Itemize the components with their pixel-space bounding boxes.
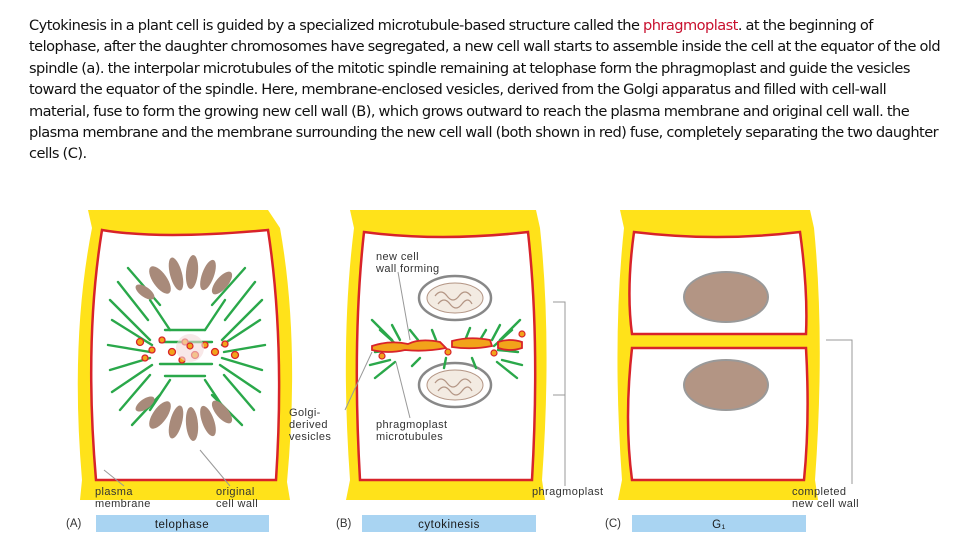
label-phragmoplast-microtubules-line2: microtubules — [376, 431, 443, 443]
panel-letter-a: (A) — [66, 518, 82, 530]
stage-bar-b-fill — [362, 515, 536, 532]
stage-label-telophase: telophase — [155, 519, 209, 531]
label-original-cell-wall-line1: original — [216, 486, 255, 498]
panel-a-pointers — [103, 449, 231, 487]
label-plasma-membrane-line2: membrane — [95, 498, 151, 510]
label-phragmoplast-microtubules-line1: phragmoplast — [376, 419, 447, 431]
label-new-cell-wall-forming-line2: wall forming — [375, 263, 440, 275]
stage-bar-a-fill — [96, 515, 269, 532]
phragmoplast-bracket — [553, 301, 566, 486]
label-completed-new-cell-wall-line1: completed — [792, 486, 846, 498]
caption-text-after: . at the beginning of telophase, after t… — [29, 17, 941, 163]
label-original-cell-wall-line2: cell wall — [216, 498, 258, 510]
caption-text-before: Cytokinesis in a plant cell is guided by… — [29, 17, 643, 34]
panel-c-nucleus-top — [683, 271, 769, 323]
stage-label-g1: G₁ — [712, 519, 726, 531]
panel-c-pointer — [826, 339, 853, 484]
panel-c-cell — [617, 210, 820, 500]
label-plasma-membrane-line1: plasma — [95, 486, 133, 498]
stage-bar-a: (A) telophase — [66, 515, 269, 532]
stage-bar-c-fill — [632, 515, 806, 532]
stage-label-cytokinesis: cytokinesis — [418, 519, 480, 531]
panel-c-nucleus-bottom — [683, 359, 769, 411]
panel-b-nucleus-top — [417, 274, 493, 322]
stage-bar-c: (C) G₁ — [605, 515, 806, 532]
caption-highlight-phragmoplast: phragmoplast — [643, 17, 738, 34]
panel-a-chromosomes-top — [135, 255, 233, 300]
panel-b-nucleus-bottom — [417, 361, 493, 409]
label-completed-new-cell-wall-line2: new cell wall — [792, 498, 859, 510]
panel-letter-c: (C) — [605, 518, 621, 530]
label-golgi-line1: Golgi- — [289, 407, 321, 419]
label-golgi-line3: vesicles — [289, 431, 331, 443]
label-new-cell-wall-forming-line1: new cell — [376, 251, 419, 263]
panel-a-cell — [77, 210, 293, 500]
label-golgi-line2: derived — [289, 419, 328, 431]
caption-paragraph: Cytokinesis in a plant cell is guided by… — [29, 15, 944, 165]
stage-bar-b: (B) cytokinesis — [336, 515, 536, 532]
panel-b-forming-cell-wall — [371, 330, 526, 360]
label-phragmoplast: phragmoplast — [532, 486, 603, 498]
panel-letter-b: (B) — [336, 518, 352, 530]
panel-b-pointers — [344, 271, 411, 419]
panel-a-chromosomes-bottom — [135, 396, 233, 441]
